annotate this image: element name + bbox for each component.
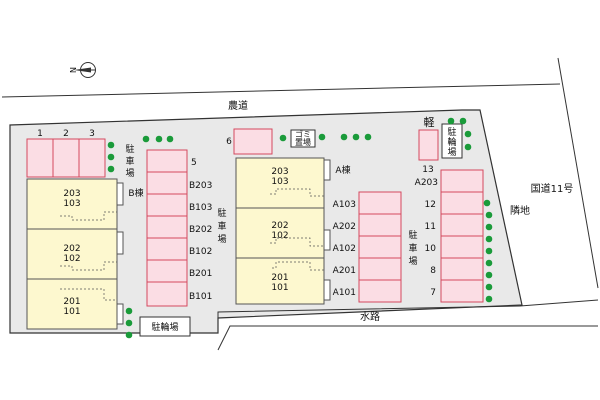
parking-slot-3: 3 [89,129,95,139]
parking-slot-5: 5 [191,158,197,168]
a-unit-202: 202 [271,221,288,231]
parking-label-left-1: 駐 [125,143,134,155]
parking-slot-b102: B102 [189,247,212,257]
bicycle-top-label-1: 駐 [447,126,456,138]
b-unit-203: 203 [63,189,80,199]
parking-column-b [146,149,188,307]
bicycle-top-label-2: 輪 [447,136,456,148]
parking-slot-b201: B201 [189,269,212,279]
parking-slot-11: 11 [425,222,436,232]
neighbor-label: 隣地 [510,204,530,217]
parking-slot-b101: B101 [189,292,212,302]
waterway-line-bottom [217,325,598,351]
building-a-label: A棟 [335,164,350,176]
a-unit-101: 101 [271,283,288,293]
b-unit-202: 202 [63,244,80,254]
parking-label-right-3: 場 [408,255,417,267]
building-a [235,157,331,305]
parking-label-middle-2: 車 [217,220,226,232]
garbage-label-1: ゴミ [295,129,311,139]
light-vehicle-label: 軽 [424,116,435,129]
parking-column-right [440,169,484,303]
farm-road-line-top [1,83,561,98]
parking-slot-a103: A103 [333,200,356,210]
parking-slot-8: 8 [430,266,436,276]
parking-top-left [26,138,106,178]
a-unit-103: 103 [271,177,288,187]
parking-label-left-3: 場 [125,167,134,179]
b-unit-201: 201 [63,297,80,307]
parking-slot-a203: A203 [415,178,438,188]
parking-label-right-1: 駐 [408,229,417,241]
parking-slot-6-box [233,128,273,155]
parking-slot-10: 10 [425,244,437,254]
parking-slot-a102: A102 [333,244,356,254]
garbage-area [290,129,316,148]
parking-slot-b202: B202 [189,225,212,235]
bicycle-bottom-label: 駐輪場 [151,321,178,333]
parking-slot-13-box [418,129,439,161]
parking-column-a [358,191,402,303]
national-route-line [557,57,599,289]
bicycle-top-label-3: 場 [447,146,456,158]
waterway-line-top [217,299,599,318]
parking-label-right-2: 車 [408,242,417,254]
parking-slot-2: 2 [63,129,69,139]
parking-slot-13: 13 [422,165,433,175]
parking-slot-b203: B203 [189,181,212,191]
a-unit-203: 203 [271,167,288,177]
parking-slot-a202: A202 [333,222,356,232]
parking-label-left-2: 車 [125,155,134,167]
parking-slot-7: 7 [430,288,436,298]
national-route-label: 国道11号 [531,182,574,195]
garbage-label-2: 置場 [295,137,311,147]
north-arrow-icon [74,62,96,78]
tree-icons [107,117,493,339]
parking-label-middle-1: 駐 [217,207,226,219]
compass-letter: N [69,67,78,73]
bicycle-parking-bottom [139,316,191,337]
parking-slot-a201: A201 [333,266,356,276]
b-unit-102: 102 [63,254,80,264]
parking-slot-1: 1 [37,129,43,139]
farm-road-label: 農道 [228,99,248,112]
building-b [26,178,124,330]
a-unit-201: 201 [271,273,288,283]
b-unit-101: 101 [63,307,80,317]
parking-slot-a101: A101 [333,288,356,298]
parking-label-middle-3: 場 [217,233,226,245]
parking-slot-b103: B103 [189,203,212,213]
parking-slot-6: 6 [226,137,232,147]
building-b-label: B棟 [128,187,143,199]
b-unit-103: 103 [63,199,80,209]
a-unit-102: 102 [271,231,288,241]
parking-slot-12: 12 [425,200,436,210]
waterway-label: 水路 [360,310,380,323]
